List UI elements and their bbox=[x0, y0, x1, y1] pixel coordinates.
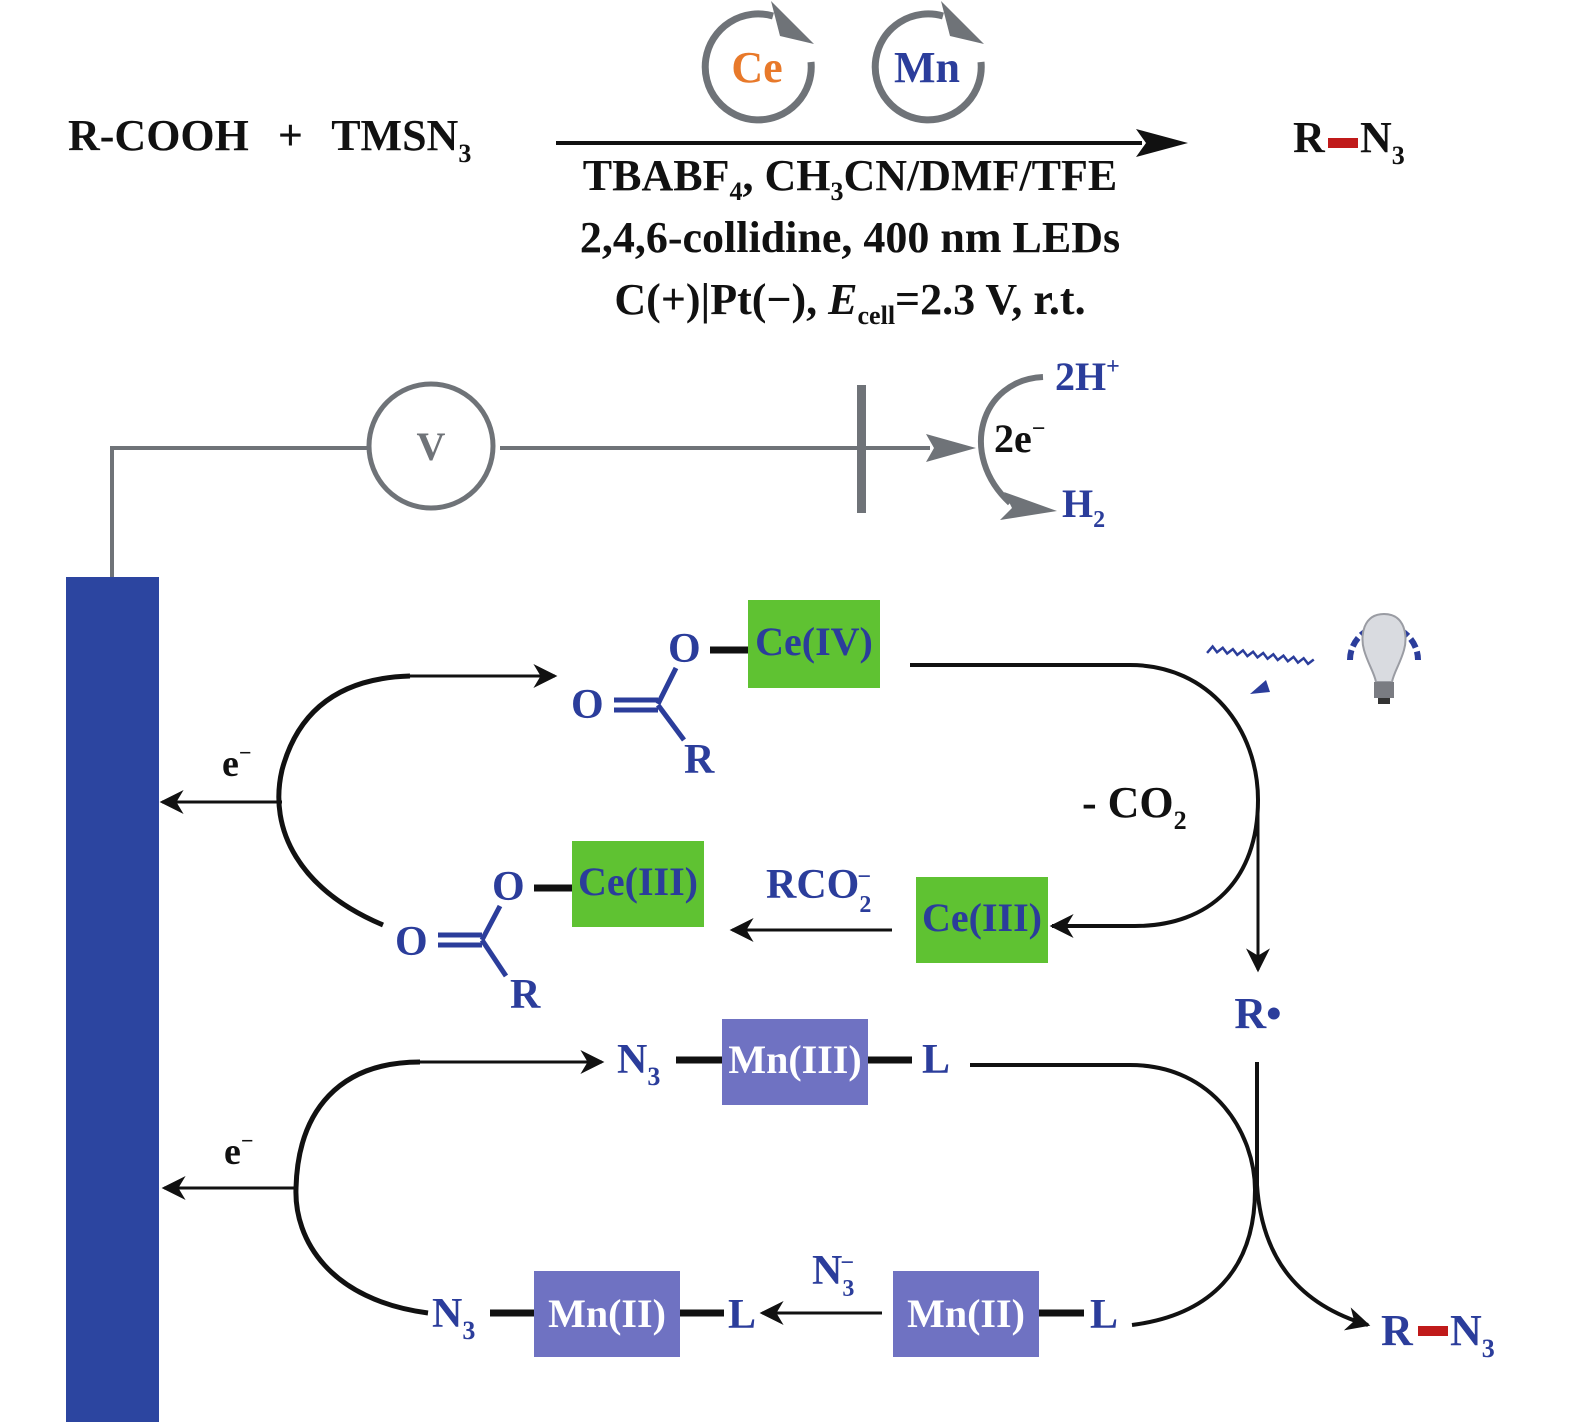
mn2-azide-n: N3 bbox=[432, 1291, 475, 1345]
reaction-equation: R-COOH + TMSN3 Ce Mn R N3 TBABF4, bbox=[68, 1, 1405, 330]
conditions-line-3: C(+)|Pt(−), Ecell=2.3 V, r.t. bbox=[614, 275, 1085, 330]
mn2-right-ligand: L bbox=[1090, 1292, 1118, 1338]
mn2-right-label: Mn(II) bbox=[907, 1291, 1025, 1336]
her-curved-arrow bbox=[1000, 492, 1057, 520]
electrons-2e-label: 2e− bbox=[994, 416, 1045, 461]
product-header: R N3 bbox=[1293, 113, 1405, 170]
product-n-subscript: 3 bbox=[1392, 141, 1405, 170]
reactant-tmsn3-subscript: 3 bbox=[458, 139, 471, 168]
electron-label-ce: e− bbox=[222, 740, 251, 785]
ce3-top-label: Ce(III) bbox=[578, 859, 698, 904]
carboxylate-anion-label: RCO2− bbox=[766, 862, 871, 918]
cerium-cycle: e− O Ce(IV) O R - CO2 bbox=[159, 600, 1421, 1038]
light-arrowhead bbox=[1250, 680, 1270, 694]
reactant-tmsn3: TMSN bbox=[331, 111, 458, 160]
product-bond bbox=[1328, 138, 1358, 148]
ce3-carboxylate-complex: O Ce(III) O R bbox=[395, 841, 704, 1018]
mn3-azide-n: N3 bbox=[617, 1037, 660, 1091]
voltmeter-circle bbox=[366, 381, 496, 511]
mn-catalyst-cycle-icon: Mn bbox=[871, 1, 985, 124]
hydrogen-label: H2 bbox=[1062, 481, 1105, 533]
manganese-cycle: e− N3 Mn(III) L R N3 Mn(II) bbox=[161, 1019, 1495, 1363]
arrow-to-ce3 bbox=[910, 663, 1261, 938]
mn3-azide-complex: N3 Mn(III) L bbox=[617, 1019, 950, 1105]
ce4-r-group: R bbox=[684, 737, 715, 783]
final-product-r: R bbox=[1381, 1306, 1414, 1355]
ce3-right-label: Ce(III) bbox=[922, 895, 1042, 940]
ce3-ester-oxygen: O bbox=[492, 864, 525, 910]
svg-text:R-COOH + TMSN3: R-COOH + TMSN3 bbox=[68, 111, 471, 168]
voltmeter-label: V bbox=[417, 424, 446, 469]
reactant-carboxylic-acid: R-COOH bbox=[68, 111, 249, 160]
reaction-arrow bbox=[1136, 129, 1188, 157]
mn2-left-box bbox=[534, 1271, 680, 1357]
mn2-left-ligand: L bbox=[728, 1292, 756, 1338]
final-product-n: N bbox=[1450, 1306, 1482, 1355]
mn2-right-box bbox=[893, 1271, 1039, 1357]
mn3-ligand: L bbox=[922, 1037, 950, 1083]
ce4-label: Ce(IV) bbox=[755, 619, 873, 664]
mn3-label: Mn(III) bbox=[728, 1037, 861, 1082]
cathode-arrow bbox=[926, 434, 976, 462]
proton-label: 2H+ bbox=[1055, 354, 1120, 399]
light-bulb-icon bbox=[1347, 612, 1421, 704]
electron-label-mn: e− bbox=[224, 1128, 253, 1173]
ce4-ester-oxygen: O bbox=[668, 626, 701, 672]
ce3-r-group: R bbox=[510, 972, 541, 1018]
ce3-right-box bbox=[916, 877, 1048, 963]
azide-transfer-arrow bbox=[1255, 1062, 1371, 1331]
svg-text:N3: N3 bbox=[1360, 113, 1405, 170]
light-wave-icon bbox=[1206, 644, 1315, 666]
azide-anion-label: N3− bbox=[812, 1248, 854, 1302]
ce4-carboxylate-complex: O Ce(IV) O R bbox=[571, 600, 880, 783]
product-azide-final: R N3 bbox=[1381, 1306, 1495, 1363]
decarboxylation-label: - CO2 bbox=[1082, 778, 1187, 835]
svg-text:N3: N3 bbox=[1450, 1306, 1495, 1363]
conditions-line-1: TBABF4, CH3CN/DMF/TFE bbox=[583, 151, 1117, 206]
electrical-circuit: V 2H+ 2e− H2 bbox=[110, 354, 1120, 578]
ce-catalyst-label: Ce bbox=[731, 43, 782, 92]
plus-sign: + bbox=[278, 111, 303, 160]
ce4-box bbox=[748, 600, 880, 688]
mn-catalyst-label: Mn bbox=[894, 43, 960, 92]
anode-electrode bbox=[66, 577, 159, 1422]
ce3-top-box bbox=[572, 841, 704, 927]
alkyl-radical-label: R• bbox=[1234, 989, 1281, 1038]
product-n: N bbox=[1360, 113, 1392, 162]
cathode-plate bbox=[857, 385, 866, 513]
conditions-line-2: 2,4,6-collidine, 400 nm LEDs bbox=[580, 213, 1120, 262]
mn2-azide-complex: N3 Mn(II) L bbox=[432, 1271, 756, 1357]
mn3-box bbox=[722, 1019, 868, 1105]
ce3-carbonyl-oxygen: O bbox=[395, 919, 428, 965]
product-r: R bbox=[1293, 113, 1326, 162]
final-product-bond bbox=[1418, 1326, 1448, 1336]
ce-catalyst-cycle-icon: Ce bbox=[701, 1, 815, 124]
mn2-left-label: Mn(II) bbox=[548, 1291, 666, 1336]
ce4-carbonyl-oxygen: O bbox=[571, 682, 604, 728]
final-product-subscript: 3 bbox=[1482, 1334, 1495, 1363]
